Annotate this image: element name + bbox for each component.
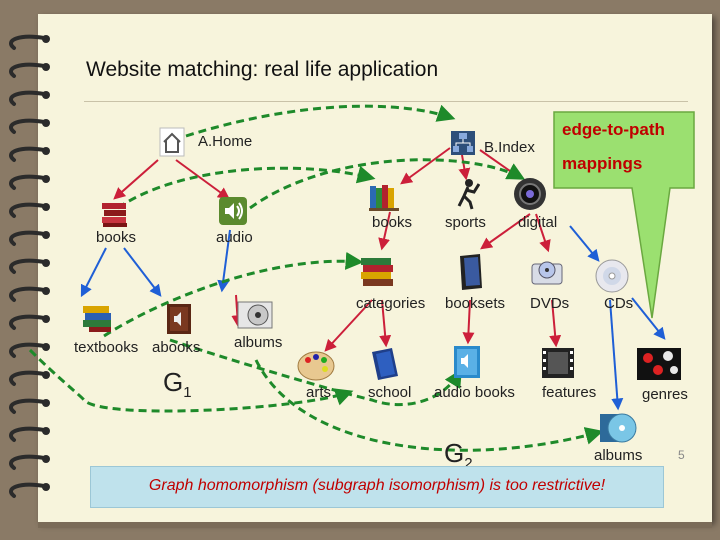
g1-subscript: 1 (183, 384, 192, 402)
node-cds: CDs (604, 295, 634, 312)
graph-g2-label: G2 (444, 438, 473, 472)
books-stack-icon (100, 200, 130, 233)
callout-line-2: mappings (562, 154, 643, 173)
node-a-home: A.Home (198, 133, 253, 150)
film-icon (540, 346, 576, 385)
house-icon (158, 126, 186, 163)
book-set-icon (358, 254, 398, 297)
baseball-player-icon (454, 178, 481, 215)
node-audio-books: audio books (434, 384, 515, 401)
callout-line-1: edge-to-path (562, 120, 665, 139)
footer-box: Graph homomorphism (subgraph isomorphism… (90, 466, 664, 508)
cd-case-icon (236, 296, 276, 337)
slide-title: Website matching: real life application (86, 58, 439, 81)
node-sports: sports (445, 214, 486, 231)
graph-g1-label: G1 (163, 367, 192, 401)
g2-subscript: 2 (464, 455, 473, 473)
node-g1-albums: albums (234, 334, 283, 351)
node-g1-books: books (96, 229, 137, 246)
node-dvds: DVDs (530, 295, 570, 312)
node-arts: arts (306, 384, 332, 401)
node-abooks: abooks (152, 339, 201, 356)
blue-audio-book-icon (450, 344, 484, 385)
node-g2-albums: albums (594, 447, 643, 464)
g2-letter: G (444, 438, 465, 468)
node-digital: digital (518, 214, 558, 231)
book-icon (454, 252, 488, 297)
node-b-index: B.Index (484, 139, 535, 156)
sitemap-icon (450, 130, 476, 161)
node-genres: genres (642, 386, 688, 403)
node-features: features (542, 384, 597, 401)
title-divider (84, 101, 688, 102)
node-textbooks: textbooks (74, 339, 139, 356)
page-number: 5 (678, 448, 685, 462)
node-g2-books: books (372, 214, 413, 231)
dvd-icon (530, 256, 564, 293)
albums-icon (598, 410, 640, 451)
bookshelf-icon (368, 182, 402, 217)
node-categories: categories (356, 295, 426, 312)
spiral-binding (9, 34, 50, 498)
node-school: school (368, 384, 412, 401)
textbooks-icon (80, 300, 114, 339)
palette-icon (296, 348, 336, 389)
speaker-icon (218, 196, 248, 231)
node-g1-audio: audio (216, 229, 253, 246)
node-booksets: booksets (445, 295, 506, 312)
g1-letter: G (163, 367, 184, 397)
paper-shadow (38, 522, 712, 528)
audiobook-icon (164, 302, 194, 341)
blue-book-icon (368, 346, 402, 387)
footer-text: Graph homomorphism (subgraph isomorphism… (148, 477, 606, 494)
cd-icon (594, 258, 630, 299)
genres-icon (636, 346, 682, 387)
webcam-icon (512, 176, 548, 217)
